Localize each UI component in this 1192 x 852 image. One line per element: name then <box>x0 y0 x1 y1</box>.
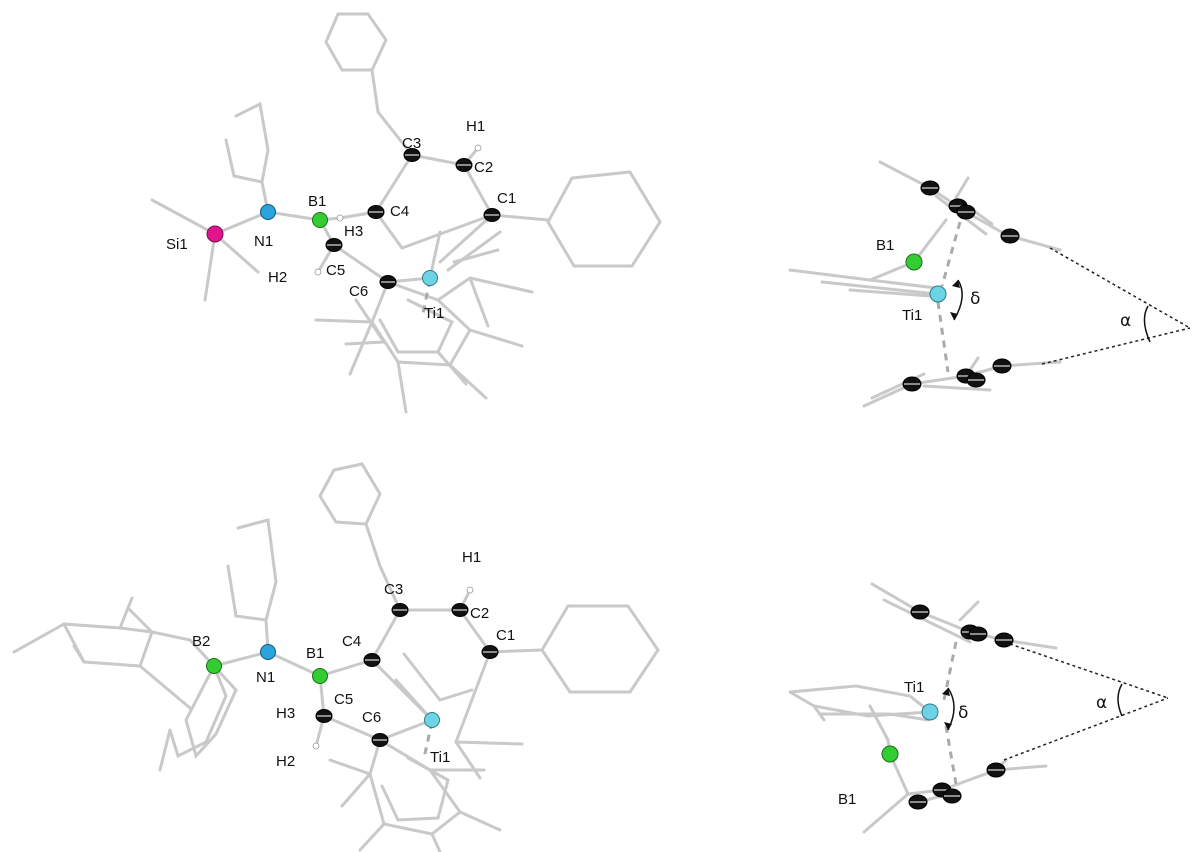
label-c6: C6 <box>362 709 381 726</box>
label-c6: C6 <box>349 283 368 300</box>
atom-ti1 <box>929 285 947 303</box>
label-b1: B1 <box>306 645 324 662</box>
label-b1: B1 <box>876 237 894 254</box>
ti-contact-dash <box>422 721 434 759</box>
n-phenyl-group <box>212 518 278 668</box>
label-n1: N1 <box>256 669 275 686</box>
hydrogen-atoms <box>312 586 474 750</box>
carbon-atoms-lower <box>908 762 1006 810</box>
atom-b2 <box>206 658 222 674</box>
label-ti1: Ti1 <box>424 305 444 322</box>
label-h3: H3 <box>344 223 363 240</box>
delta-arrowhead-top <box>952 280 960 288</box>
label-delta: δ <box>970 289 980 309</box>
label-alpha: α <box>1096 693 1107 713</box>
label-c1: C1 <box>496 627 515 644</box>
label-ti1: Ti1 <box>430 749 450 766</box>
label-b1: B1 <box>838 791 856 808</box>
label-h3: H3 <box>276 705 295 722</box>
carbon-atoms-upper <box>910 604 1014 648</box>
delta-arrowhead <box>950 312 958 320</box>
hydrogen-atoms <box>314 144 482 276</box>
phenyl-ring-top <box>318 462 402 612</box>
label-c3: C3 <box>402 135 421 152</box>
aryl-near-ti <box>788 684 934 834</box>
ti-contact-upper <box>942 641 958 701</box>
side-view-panel-bottom: Ti1 B1 δ α <box>760 560 1192 852</box>
label-ti1: Ti1 <box>904 679 924 696</box>
cp-ring-cage <box>328 678 524 852</box>
molecule-diagram-top: Si1 N1 B1 H3 C3 H1 C2 C1 C4 H2 C5 C6 Ti1 <box>150 12 662 414</box>
label-h2: H2 <box>276 753 295 770</box>
cp-ring-cage <box>314 230 534 414</box>
side-view-panel-top: B1 Ti1 δ α <box>760 140 1192 430</box>
label-alpha: α <box>1120 311 1131 331</box>
ti-contact-lower <box>936 301 950 373</box>
atom-b1 <box>312 668 328 684</box>
label-c5: C5 <box>334 691 353 708</box>
atom-b1 <box>881 745 899 763</box>
ti-contact-lower <box>944 725 958 785</box>
atom-b1 <box>905 253 923 271</box>
atom-n1 <box>260 204 276 220</box>
label-n1: N1 <box>254 233 273 250</box>
atom-b1 <box>312 212 328 228</box>
upper-ring-bonds <box>870 582 1058 650</box>
label-c5: C5 <box>326 262 345 279</box>
phenyl-ring-top <box>324 12 414 157</box>
carbon-atoms-upper <box>920 180 1020 244</box>
label-si1: Si1 <box>166 236 188 253</box>
delta-arrowhead <box>944 722 952 730</box>
mesityl-group <box>12 596 238 772</box>
carbon-atoms-lower <box>902 358 1012 392</box>
structure-panel-top-left: Si1 N1 B1 H3 C3 H1 C2 C1 C4 H2 C5 C6 Ti1 <box>0 0 700 430</box>
amino-silyl-group <box>150 101 270 302</box>
atom-ti1 <box>422 270 438 286</box>
label-b1: B1 <box>308 193 326 210</box>
atom-n1 <box>260 644 276 660</box>
alpha-line-lower <box>1003 697 1169 761</box>
atom-ti1 <box>424 712 440 728</box>
alpha-line-upper <box>1009 643 1169 699</box>
carbon-atoms <box>315 603 499 747</box>
molecule-diagram-bottom: B2 N1 B1 C4 C3 H1 C2 C1 H3 C5 C6 H2 Ti1 <box>12 462 660 852</box>
label-c3: C3 <box>384 581 403 598</box>
atom-ti1 <box>921 703 939 721</box>
phenyl-ring-right <box>488 604 660 694</box>
lower-ring-bonds <box>906 758 1048 806</box>
delta-arrowhead-top <box>942 688 950 696</box>
alpha-arc <box>1143 305 1151 343</box>
side-view-diagram-top: B1 Ti1 δ α <box>788 160 1191 408</box>
ti-contact-upper <box>940 221 962 287</box>
label-h1: H1 <box>466 118 485 135</box>
alpha-line-upper <box>1049 247 1191 329</box>
atom-si1 <box>206 225 224 243</box>
phenyl-ring-right <box>490 170 662 268</box>
label-h2: H2 <box>268 269 287 286</box>
alpha-arc <box>1117 683 1123 717</box>
label-ti1: Ti1 <box>902 307 922 324</box>
label-delta: δ <box>958 703 968 723</box>
label-c4: C4 <box>390 203 409 220</box>
label-b2: B2 <box>192 633 210 650</box>
label-c1: C1 <box>497 190 516 207</box>
boron-substituent <box>788 218 948 298</box>
carbon-atoms <box>325 148 501 289</box>
structure-panel-bottom-left: B2 N1 B1 C4 C3 H1 C2 C1 H3 C5 C6 H2 Ti1 <box>0 440 700 852</box>
side-view-diagram-bottom: Ti1 B1 δ α <box>788 582 1169 834</box>
alpha-line-lower <box>1041 327 1191 365</box>
label-h1: H1 <box>462 549 481 566</box>
label-c2: C2 <box>470 605 489 622</box>
label-c2: C2 <box>474 159 493 176</box>
ti-contact-dash <box>420 279 432 319</box>
label-c4: C4 <box>342 633 361 650</box>
